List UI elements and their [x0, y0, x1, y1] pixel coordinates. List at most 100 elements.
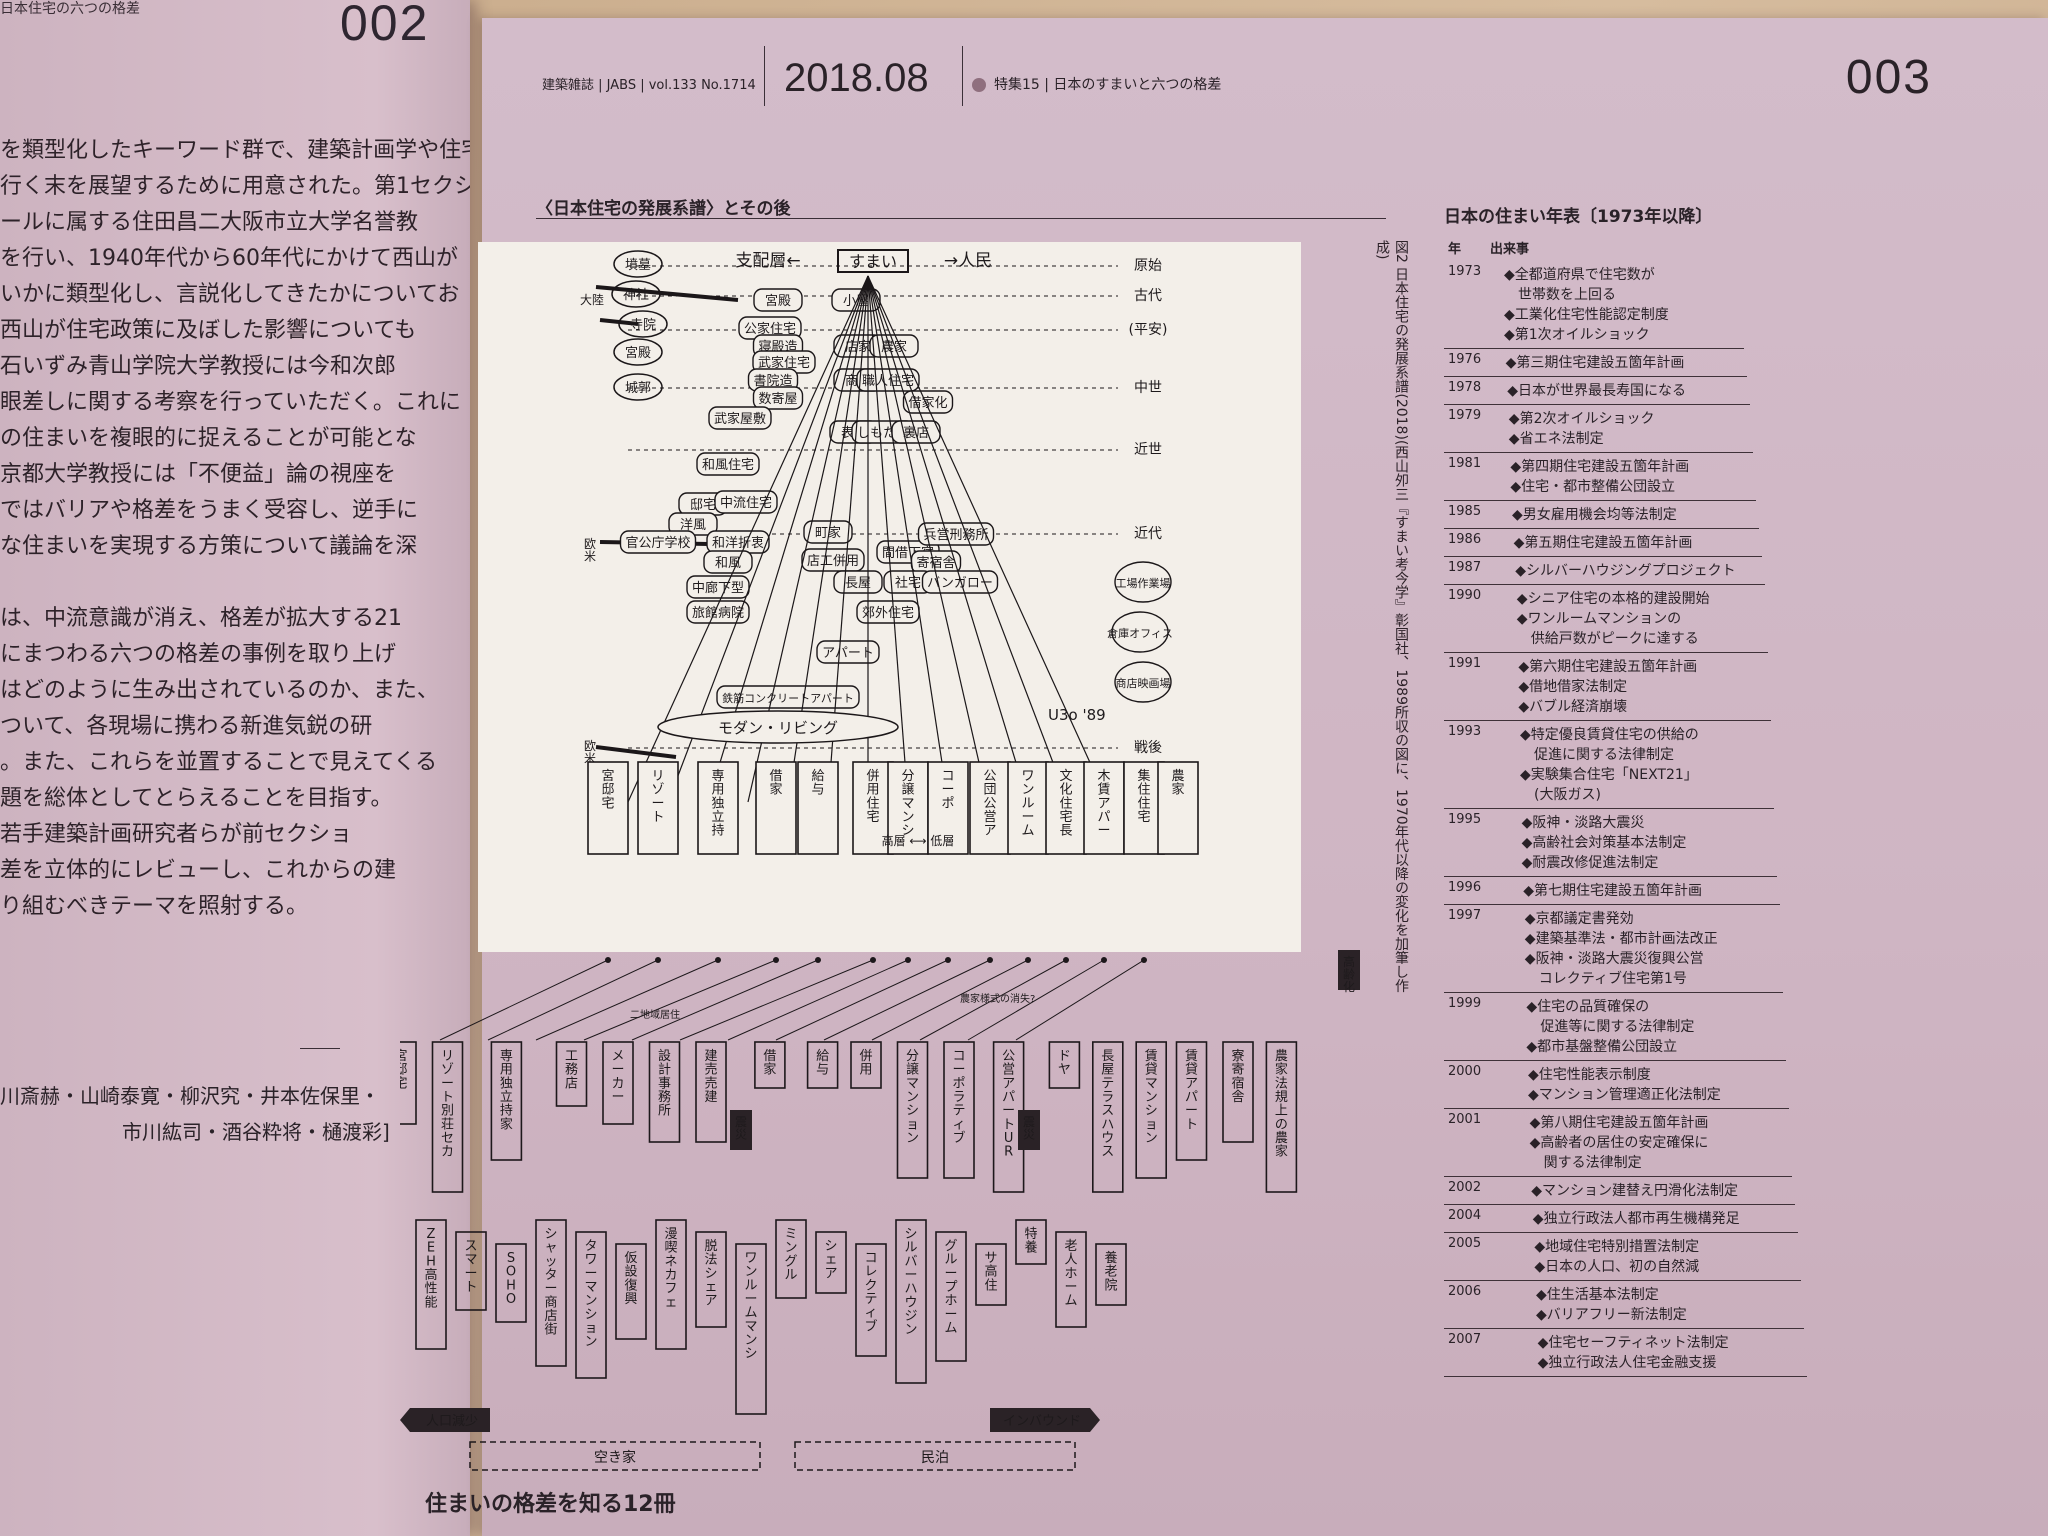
lower-trend-box — [535, 1219, 567, 1367]
timeline-event: 供給戸数がピークに達する — [1516, 631, 1699, 647]
tag-box — [1018, 1110, 1040, 1150]
timeline-event: ◆住生活基本法制定 — [1536, 1287, 1659, 1303]
genealogy-figure: すまい支配層←→人民原始古代(平安)中世近世近代戦後大陸欧米欧米墳墓神社寺院宮殿… — [478, 242, 1301, 952]
lower-diagram-svg: 二地域居住農家様式の消失?宮邸宅リゾート別荘セカ専用独立持家工務店メーカー設計事… — [385, 950, 1360, 1471]
timeline-rule — [1444, 876, 1777, 877]
lower-trend-box — [1055, 1231, 1087, 1328]
timeline-event: ◆シルバーハウジングプロジェクト — [1515, 563, 1736, 579]
import-arrow — [595, 285, 739, 302]
lower-type-label: 農家法規上の農家 — [1275, 1049, 1288, 1160]
timeline-year: 1991 — [1448, 656, 1482, 671]
timeline-event: ◆第八期住宅建設五箇年計画 — [1529, 1115, 1709, 1131]
tree-node-label: 和洋折衷 — [712, 535, 764, 551]
housing-type-label: 農家 — [1171, 769, 1184, 798]
network-line — [1015, 959, 1145, 1041]
left-body-line: り組むべきテーマを照射する。 — [0, 894, 309, 919]
lower-trend-box — [775, 1219, 807, 1299]
lower-trend-label: シェア — [824, 1239, 837, 1281]
lower-trend-box — [935, 1231, 967, 1362]
timeline-event: 関する法律制定 — [1529, 1155, 1642, 1171]
timeline-event: ◆住宅・都市整備公団設立 — [1510, 479, 1676, 495]
timeline-event: ◆第六期住宅建設五箇年計画 — [1518, 659, 1698, 675]
right-node-label: 倉庫オフィス — [1107, 626, 1173, 640]
left-node-ellipse — [613, 250, 663, 278]
lower-trend-box — [1015, 1219, 1047, 1265]
left-body-line: 若手建築計画研究者らが前セクショ — [0, 822, 353, 847]
housing-type-box — [1157, 761, 1199, 855]
timeline-event: ◆独立行政法人住宅金融支援 — [1537, 1355, 1717, 1371]
network-line — [967, 959, 1105, 1041]
lower-trend-label: 養老院 — [1104, 1250, 1117, 1293]
lower-trend-label: 漫喫ネカフェ — [664, 1227, 677, 1310]
network-dot — [1063, 957, 1069, 963]
lower-type-label: 専用独立持家 — [500, 1049, 513, 1132]
journal-name: 建築雑誌 | JABS | vol.133 No.1714 — [542, 78, 756, 93]
lower-type-box — [1135, 1041, 1168, 1179]
lower-type-label: コーポラティブ — [952, 1049, 965, 1146]
tag-label: 高齢化 — [1343, 954, 1355, 994]
timeline-event: 促進に関する法律制定 — [1520, 747, 1674, 763]
timeline-event: ◆独立行政法人都市再生機構発足 — [1532, 1211, 1740, 1227]
timeline-rule — [1444, 1108, 1789, 1109]
lower-trend-box — [695, 1231, 727, 1328]
modern-living-ellipse — [657, 710, 899, 744]
lower-type-box — [602, 1041, 634, 1125]
timeline-year: 1973 — [1448, 264, 1482, 279]
lower-type-box — [555, 1041, 588, 1107]
tree-node-label: 書院造 — [753, 374, 792, 389]
lower-trend-label: 老人ホーム — [1064, 1239, 1077, 1309]
network-line — [679, 959, 874, 1041]
high-low-rise-label: 高層 ⟷ 低層 — [882, 833, 955, 848]
timeline-event: ◆省エネ法制定 — [1508, 431, 1604, 447]
timeline-event: ◆住宅セーフティネット法制定 — [1537, 1335, 1729, 1351]
lower-type-box — [695, 1041, 727, 1143]
timeline-event: ◆バブル経済崩壊 — [1518, 699, 1628, 715]
timeline-event: ◆第1次オイルショック — [1504, 327, 1650, 343]
lower-trend-label: スマート — [464, 1239, 477, 1295]
lower-type-label: 工務店 — [565, 1049, 578, 1091]
housing-type-label: リゾート — [651, 769, 664, 825]
tag-box — [1338, 950, 1360, 990]
timeline-year: 1995 — [1448, 812, 1482, 827]
tree-node-label: 中廊下型 — [692, 580, 744, 596]
left-page: 日本住宅の六つの格差 002 を類型化したキーワード群で、建築計画学や住宅行く末… — [0, 0, 470, 1536]
right-node-label: 商店映画場 — [1116, 676, 1171, 690]
left-body-line: ついて、各現場に携わる新進気鋭の研 — [0, 714, 373, 739]
lower-type-box — [754, 1041, 786, 1089]
sumai-label: すまい — [849, 252, 897, 271]
lower-trend-label: 仮設復興 — [624, 1251, 637, 1307]
timeline-event: ◆阪神・淡路大震災 — [1521, 815, 1645, 831]
network-dot — [605, 957, 611, 963]
lower-trend-label: 脱法シェア — [704, 1239, 717, 1309]
timeline-year: 1987 — [1448, 560, 1482, 575]
tree-node-label: 寄宿舎 — [916, 555, 955, 571]
annotation-two-region: 二地域居住 — [630, 1008, 680, 1021]
housing-type-box — [852, 761, 894, 855]
timeline-rule — [1444, 1176, 1792, 1177]
timeline-event: ◆都市基盤整備公団設立 — [1526, 1039, 1678, 1055]
timeline-event: ◆マンション建替え円滑化法制定 — [1531, 1183, 1738, 1199]
modern-living-label: モダン・リビング — [718, 719, 838, 737]
housing-type-box — [969, 761, 1011, 855]
timeline-rule — [1444, 720, 1771, 721]
lower-type-box — [1048, 1041, 1081, 1089]
lower-type-box — [943, 1041, 975, 1179]
housing-type-box — [755, 761, 797, 855]
side-label-mainland: 大陸 — [580, 293, 604, 307]
network-line — [727, 959, 909, 1041]
timeline-event: コレクティブ住宅第1号 — [1524, 971, 1687, 987]
network-dot — [945, 957, 951, 963]
housing-type-label: 宮邸宅 — [601, 768, 614, 811]
left-credit-2: 市川紘司・酒谷粋将・樋渡彩] — [122, 1120, 390, 1144]
lower-trend-box — [855, 1243, 887, 1357]
lineage-line — [867, 275, 989, 803]
left-body-line: にまつわる六つの格差の事例を取り上げ — [0, 642, 397, 667]
tree-node-box — [696, 452, 760, 476]
timeline-year: 2001 — [1448, 1112, 1482, 1127]
tree-node-box — [833, 570, 883, 594]
network-dot — [715, 957, 721, 963]
timeline-event: ◆日本の人口、初の自然減 — [1534, 1259, 1700, 1275]
figure-caption: 図2 日本住宅の発展系譜(2018)(西山夘三『すまい考今学』彰国社、1989所… — [1374, 240, 1409, 993]
lower-type-label: 設計事務所 — [658, 1048, 671, 1119]
